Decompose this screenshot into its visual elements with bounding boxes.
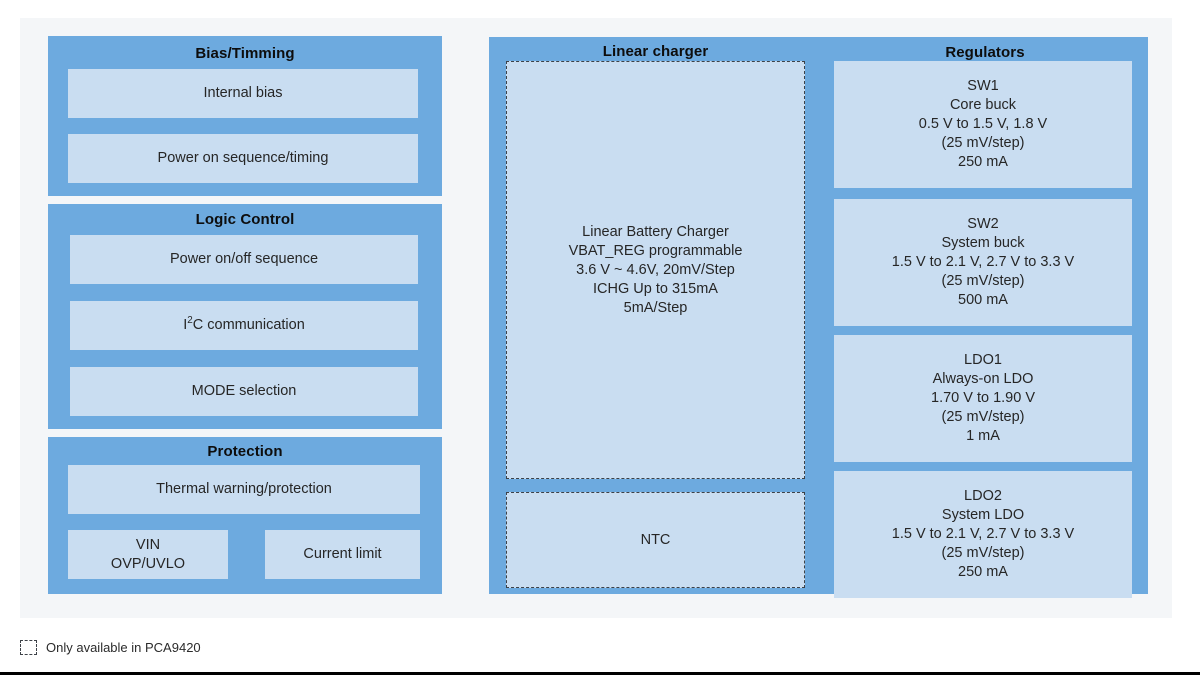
- block-ntc[interactable]: NTC: [506, 492, 805, 588]
- block-ldo1[interactable]: LDO1 Always-on LDO 1.70 V to 1.90 V (25 …: [834, 335, 1132, 462]
- group-protection-title: Protection: [207, 443, 283, 460]
- block-mode-selection[interactable]: MODE selection: [70, 367, 418, 416]
- group-bias-timing: Bias/Timming Internal bias Power on sequ…: [48, 36, 442, 196]
- block-sw1-label: SW1 Core buck 0.5 V to 1.5 V, 1.8 V (25 …: [918, 78, 1048, 170]
- block-power-on-off-sequence-label: Power on/off sequence: [169, 251, 319, 267]
- block-sw1[interactable]: SW1 Core buck 0.5 V to 1.5 V, 1.8 V (25 …: [834, 61, 1132, 188]
- block-internal-bias-label: Internal bias: [203, 85, 283, 101]
- group-bias-timing-title: Bias/Timming: [195, 45, 295, 62]
- legend-dashed-swatch-icon: [20, 640, 37, 655]
- group-logic-control: Logic Control Power on/off sequence I2C …: [48, 204, 442, 429]
- block-mode-selection-label: MODE selection: [191, 383, 297, 399]
- group-protection: Protection Thermal warning/protection VI…: [48, 437, 442, 594]
- block-ldo2-label: LDO2 System LDO 1.5 V to 2.1 V, 2.7 V to…: [891, 488, 1075, 580]
- block-thermal-warning-protection[interactable]: Thermal warning/protection: [68, 465, 420, 514]
- block-linear-battery-charger-label: Linear Battery Charger VBAT_REG programm…: [568, 223, 743, 316]
- group-charger-and-regulators: Linear charger Regulators Linear Battery…: [489, 37, 1148, 598]
- block-power-on-sequence-timing-label: Power on sequence/timing: [157, 150, 329, 166]
- block-power-on-off-sequence[interactable]: Power on/off sequence: [70, 235, 418, 284]
- block-power-on-sequence-timing[interactable]: Power on sequence/timing: [68, 134, 418, 183]
- block-sw2-label: SW2 System buck 1.5 V to 2.1 V, 2.7 V to…: [891, 216, 1075, 308]
- block-sw2[interactable]: SW2 System buck 1.5 V to 2.1 V, 2.7 V to…: [834, 199, 1132, 326]
- block-current-limit[interactable]: Current limit: [265, 530, 420, 579]
- block-current-limit-label: Current limit: [303, 546, 382, 562]
- bottom-rule: [0, 672, 1200, 675]
- block-linear-battery-charger[interactable]: Linear Battery Charger VBAT_REG programm…: [506, 61, 805, 479]
- block-ldo1-label: LDO1 Always-on LDO 1.70 V to 1.90 V (25 …: [931, 352, 1035, 444]
- block-i2c-communication-label: I2C communication: [183, 315, 305, 333]
- group-logic-control-title: Logic Control: [195, 211, 295, 228]
- block-i2c-communication[interactable]: I2C communication: [70, 301, 418, 350]
- block-ntc-label: NTC: [640, 531, 671, 548]
- group-regulators-title: Regulators: [945, 44, 1025, 61]
- group-linear-charger-title: Linear charger: [602, 43, 709, 60]
- block-thermal-warning-protection-label: Thermal warning/protection: [156, 481, 332, 497]
- legend: Only available in PCA9420: [20, 640, 201, 655]
- block-ldo2[interactable]: LDO2 System LDO 1.5 V to 2.1 V, 2.7 V to…: [834, 471, 1132, 598]
- legend-label: Only available in PCA9420: [46, 640, 201, 655]
- block-internal-bias[interactable]: Internal bias: [68, 69, 418, 118]
